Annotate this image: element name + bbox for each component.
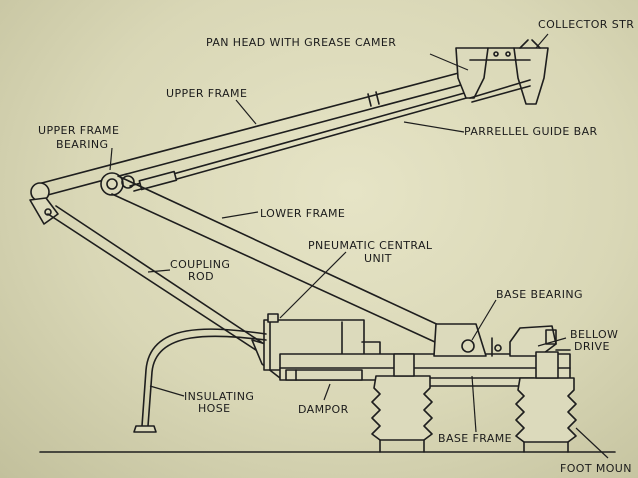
label-upper-frame: UPPER FRAME xyxy=(166,87,247,100)
upper-frame-bearing xyxy=(100,172,135,196)
bellow-drive xyxy=(509,325,571,357)
label-foot-mount: FOOT MOUN xyxy=(560,462,632,475)
label-coupling-rod-line1: COUPLING xyxy=(170,258,230,271)
right-insulator xyxy=(515,351,577,453)
label-lower-frame: LOWER FRAME xyxy=(260,207,345,220)
leader-lines xyxy=(109,33,609,459)
label-collector-strip: COLLECTOR STR xyxy=(538,18,634,31)
left-joint xyxy=(29,182,59,225)
label-parallel-guide-bar: PARRELLEL GUIDE BAR xyxy=(464,125,598,138)
label-insulating-hose-line2: HOSE xyxy=(198,402,230,415)
label-bellow-drive-line1: BELLOW xyxy=(570,328,618,341)
left-insulator xyxy=(371,353,433,453)
lower-frame xyxy=(111,175,459,349)
label-base-bearing: BASE BEARING xyxy=(496,288,583,301)
pan-head xyxy=(455,39,549,105)
label-pneumatic-line2: UNIT xyxy=(364,252,392,265)
label-coupling-rod-line2: ROD xyxy=(188,270,214,283)
label-upper-frame-bearing-line1: UPPER FRAME xyxy=(38,124,119,137)
coupling-rod xyxy=(47,205,291,379)
label-upper-frame-bearing-line2: BEARING xyxy=(56,138,108,151)
base-bearing xyxy=(433,323,502,357)
dampor xyxy=(285,369,363,381)
label-bellow-drive-line2: DRIVE xyxy=(574,340,610,353)
label-dampor: DAMPOR xyxy=(298,403,349,416)
label-pan-head: PAN HEAD WITH GREASE CAMER xyxy=(206,36,396,49)
insulating-hose xyxy=(133,328,267,433)
label-pneumatic-line1: PNEUMATIC CENTRAL xyxy=(308,239,433,252)
parallel-guide-bar xyxy=(129,91,471,192)
label-base-frame: BASE FRAME xyxy=(438,432,512,445)
label-insulating-hose-line1: INSULATING xyxy=(184,390,254,403)
